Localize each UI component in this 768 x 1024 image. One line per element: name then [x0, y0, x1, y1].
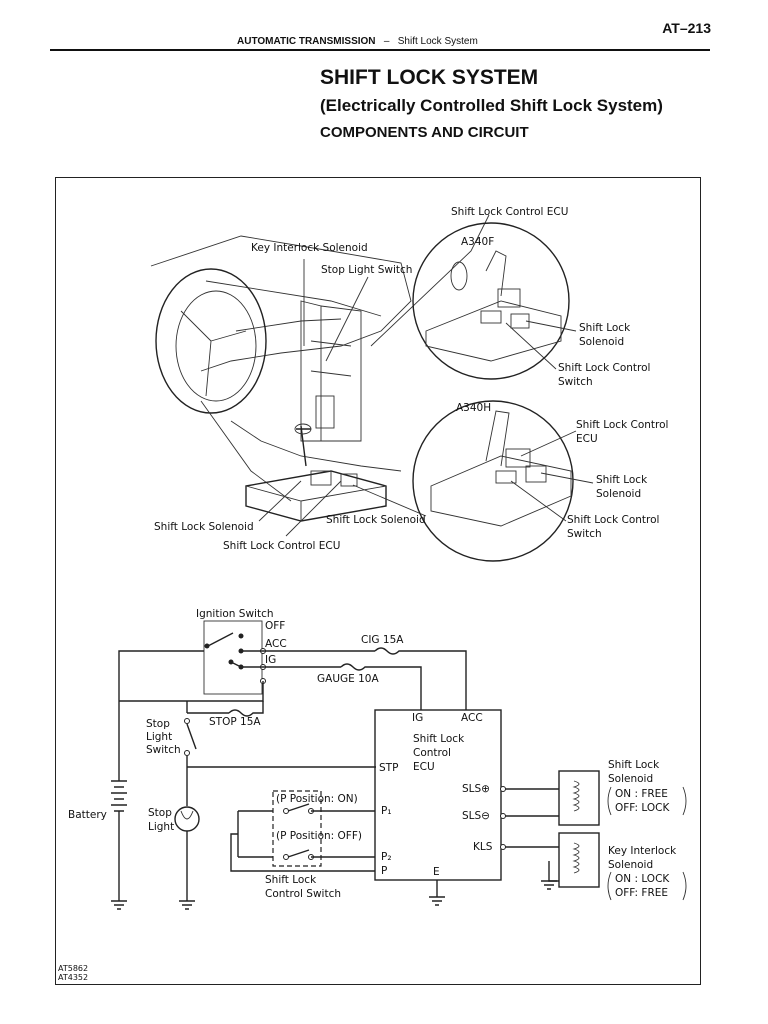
label-key-interlock: Key Interlock Solenoid [251, 242, 368, 254]
label-ki-solenoid-2: Solenoid [608, 859, 653, 871]
label-a340h-switch-2: Switch [567, 528, 602, 540]
header-subsection: Shift Lock System [397, 36, 478, 47]
label-stp: STP [379, 762, 398, 774]
label-sl-on: ON : FREE [615, 788, 668, 800]
a340h-detail [412, 400, 594, 562]
section-heading: COMPONENTS AND CIRCUIT [320, 124, 529, 141]
label-e: E [433, 866, 440, 878]
header-rule [50, 49, 710, 51]
label-sl-solenoid-1: Shift Lock [608, 759, 660, 771]
label-a340h: A340H [456, 402, 491, 414]
label-a340f-switch-2: Switch [558, 376, 593, 388]
diagram-svg: Shift Lock Control ECU Key Interlock Sol… [58, 206, 687, 982]
label-ecu-name-2: Control [413, 747, 451, 759]
page-number: AT–213 [662, 20, 711, 36]
label-stop-light-2: Light [148, 821, 174, 833]
header-section: AUTOMATIC TRANSMISSION [237, 36, 376, 47]
label-ecu-name-1: Shift Lock [413, 733, 465, 745]
label-a340h-switch-1: Shift Lock Control [567, 514, 659, 526]
label-off: OFF [265, 620, 285, 632]
label-ecu-ig: IG [412, 712, 423, 724]
label-sls-1: Stop [146, 718, 170, 730]
label-ig: IG [265, 654, 276, 666]
label-console-ecu: Shift Lock Control ECU [223, 540, 340, 552]
vehicle-illustration [150, 214, 490, 537]
label-sl-off: OFF: LOCK [615, 802, 670, 814]
label-ki-solenoid-1: Key Interlock [608, 845, 677, 857]
label-ignition-switch: Ignition Switch [196, 608, 274, 620]
page-subtitle: (Electrically Controlled Shift Lock Syst… [320, 96, 663, 115]
label-a340h-ecu-2: ECU [576, 433, 598, 445]
components-figure: Shift Lock Control ECU Key Interlock Sol… [55, 177, 701, 985]
label-p2: P₂ [381, 851, 392, 863]
label-sl-solenoid-2: Solenoid [608, 773, 653, 785]
label-stop-fuse: STOP 15A [209, 716, 261, 728]
label-kls: KLS [473, 841, 493, 853]
label-a340h-ecu-1: Shift Lock Control [576, 419, 668, 431]
label-control-switch-2: Control Switch [265, 888, 341, 900]
label-sls-3: Switch [146, 744, 181, 756]
label-p1: P₁ [381, 805, 392, 817]
label-ki-off: OFF: FREE [615, 887, 668, 899]
label-cig-fuse: CIG 15A [361, 634, 404, 646]
label-ki-on: ON : LOCK [615, 873, 670, 885]
label-sls-minus: SLS⊖ [462, 810, 490, 822]
label-stop-light-switch: Stop Light Switch [321, 264, 412, 276]
circuit-wiring [111, 620, 687, 910]
figure-code-2: AT4352 [58, 973, 88, 982]
label-console-solenoid-right: Shift Lock Solenoid [326, 514, 426, 526]
label-a340f: A340F [461, 236, 494, 248]
running-header: AUTOMATIC TRANSMISSION – Shift Lock Syst… [237, 36, 478, 47]
label-p-on: (P Position: ON) [276, 793, 358, 805]
a340f-detail [412, 222, 577, 380]
label-control-switch-1: Shift Lock [265, 874, 317, 886]
label-ecu-acc: ACC [461, 712, 483, 724]
label-console-solenoid-left: Shift Lock Solenoid [154, 521, 254, 533]
label-a340f-solenoid-2: Solenoid [579, 336, 624, 348]
label-battery: Battery [68, 809, 107, 821]
label-ecu-name-3: ECU [413, 761, 435, 773]
label-a340h-solenoid-1: Shift Lock [596, 474, 648, 486]
label-sls-2: Light [146, 731, 172, 743]
label-sls-plus: SLS⊕ [462, 783, 490, 795]
figure-code-1: AT5862 [58, 964, 88, 973]
label-a340f-solenoid-1: Shift Lock [579, 322, 631, 334]
label-ecu-top: Shift Lock Control ECU [451, 206, 568, 218]
label-a340h-solenoid-2: Solenoid [596, 488, 641, 500]
label-p-off: (P Position: OFF) [276, 830, 362, 842]
title-block: SHIFT LOCK SYSTEM (Electrically Controll… [320, 66, 680, 141]
page-title: SHIFT LOCK SYSTEM [320, 66, 539, 89]
label-stop-light-1: Stop [148, 807, 172, 819]
label-acc: ACC [265, 638, 287, 650]
label-gauge-fuse: GAUGE 10A [317, 673, 379, 685]
label-a340f-switch-1: Shift Lock Control [558, 362, 650, 374]
header-separator: – [383, 36, 390, 47]
label-p: P [381, 865, 387, 877]
